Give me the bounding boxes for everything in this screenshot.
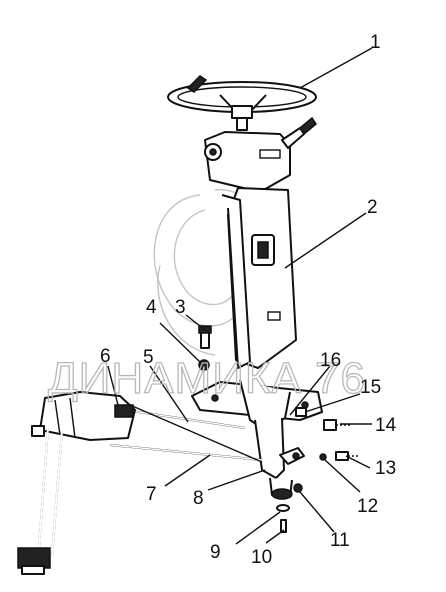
callout-16: 16 xyxy=(320,350,341,371)
support-rods xyxy=(109,404,263,463)
callout-14: 14 xyxy=(375,415,397,436)
pedal-assembly xyxy=(17,391,136,575)
column-head xyxy=(204,116,317,193)
fastener-9 xyxy=(276,504,290,512)
washer-4 xyxy=(198,359,210,371)
column-tube xyxy=(221,187,297,369)
fastener-14 xyxy=(323,419,350,431)
mounting-plate xyxy=(191,379,323,431)
fastener-12 xyxy=(319,453,327,461)
callout-11: 11 xyxy=(330,530,350,551)
callout-5: 5 xyxy=(143,347,154,368)
leader-lines xyxy=(107,47,373,545)
callout-7: 7 xyxy=(146,484,157,505)
callout-15: 15 xyxy=(360,377,381,398)
callout-8: 8 xyxy=(193,488,204,509)
callout-2: 2 xyxy=(367,197,378,218)
fastener-13 xyxy=(335,451,358,461)
callout-6: 6 xyxy=(100,346,111,367)
fastener-10 xyxy=(280,519,287,533)
steering-wheel xyxy=(167,75,317,131)
callout-9: 9 xyxy=(210,542,221,563)
callout-1: 1 xyxy=(370,32,381,53)
callout-3: 3 xyxy=(175,297,186,318)
callout-4: 4 xyxy=(146,297,157,318)
callout-13: 13 xyxy=(375,458,396,479)
callout-10: 10 xyxy=(251,547,272,568)
watermark-text: ДИНАМИКА 76 xyxy=(48,354,366,403)
fastener-15 xyxy=(295,407,307,417)
fastener-11 xyxy=(293,483,303,493)
lower-shaft xyxy=(254,417,305,500)
callout-12: 12 xyxy=(357,496,378,517)
